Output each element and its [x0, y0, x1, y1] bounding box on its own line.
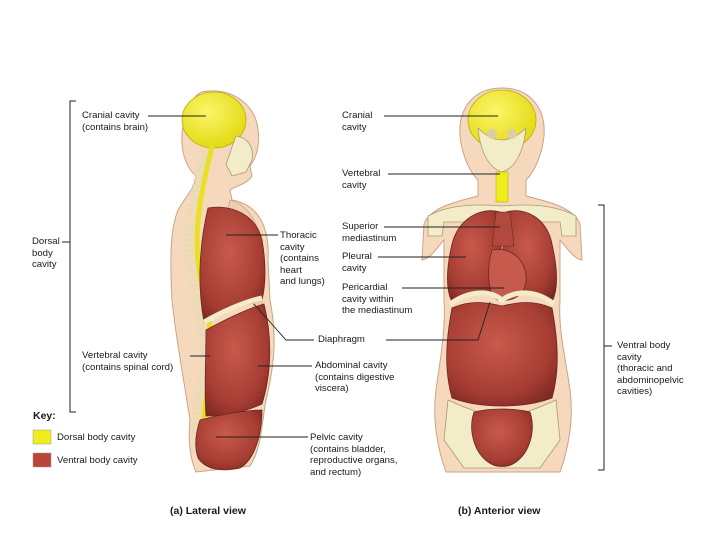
label-line: Abdominal cavity [315, 360, 394, 372]
label-line: cavities) [617, 386, 684, 398]
key-dorsal-label: Dorsal body cavity [57, 432, 135, 444]
label-line: mediastinum [342, 233, 396, 245]
label-line: Thoracic [280, 230, 325, 242]
label-line: Ventral body [617, 340, 684, 352]
label-line: reproductive organs, [310, 455, 397, 467]
label-line: heart [280, 265, 325, 277]
key-title: Key: [33, 410, 56, 422]
label-line: (contains digestive [315, 372, 394, 384]
label-line: cavity within [342, 294, 412, 306]
label-pericardial-cavity: Pericardial cavity within the mediastinu… [342, 282, 412, 317]
anterior-superior-mediastinum [492, 212, 514, 246]
label-pleural-cavity: Pleural cavity [342, 251, 372, 274]
label-line: Dorsal [32, 236, 60, 248]
label-line: and rectum) [310, 467, 397, 479]
label-line: body [32, 248, 60, 260]
dorsal-bracket [70, 101, 76, 412]
label-pelvic-cavity: Pelvic cavity (contains bladder, reprodu… [310, 432, 397, 478]
label-line: (contains brain) [82, 122, 148, 134]
label-line: (contains spinal cord) [82, 362, 173, 374]
lateral-figure [171, 91, 274, 472]
label-line: Vertebral [342, 168, 380, 180]
label-dorsal-body-cavity: Dorsal body cavity [32, 236, 60, 271]
label-line: Pericardial [342, 282, 412, 294]
label-line: cavity [342, 180, 380, 192]
label-anterior-cranial-cavity: Cranial cavity [342, 110, 372, 133]
anterior-eye-socket-left [487, 129, 497, 139]
key-ventral-swatch [33, 453, 51, 467]
label-line: (contains [280, 253, 325, 265]
label-abdominal-cavity: Abdominal cavity (contains digestive vis… [315, 360, 394, 395]
label-line: viscera) [315, 383, 394, 395]
label-line: abdominopelvic [617, 375, 684, 387]
label-anterior-vertebral-cavity: Vertebral cavity [342, 168, 380, 191]
label-line: Pelvic cavity [310, 432, 397, 444]
label-line: Pleural [342, 251, 372, 263]
caption-lateral-view: (a) Lateral view [170, 505, 246, 517]
label-line: Superior [342, 221, 396, 233]
label-line: cavity [32, 259, 60, 271]
label-superior-mediastinum: Superior mediastinum [342, 221, 396, 244]
label-lateral-cranial-cavity: Cranial cavity (contains brain) [82, 110, 148, 133]
label-line: (thoracic and [617, 363, 684, 375]
label-line: Cranial [342, 110, 372, 122]
label-diaphragm: Diaphragm [318, 334, 365, 346]
label-vertebral-cavity: Vertebral cavity (contains spinal cord) [82, 350, 173, 373]
label-line: Vertebral cavity [82, 350, 173, 362]
label-line: cavity [342, 122, 372, 134]
anterior-vertebral-cavity [496, 172, 508, 202]
anterior-figure [422, 88, 582, 472]
ventral-bracket [598, 205, 604, 470]
label-ventral-body-cavity: Ventral body cavity (thoracic and abdomi… [617, 340, 684, 398]
label-line: cavity [280, 242, 325, 254]
label-line: cavity [342, 263, 372, 275]
label-line: (contains bladder, [310, 444, 397, 456]
key-ventral-label: Ventral body cavity [57, 455, 138, 467]
caption-anterior-view: (b) Anterior view [458, 505, 540, 517]
label-line: Cranial cavity [82, 110, 148, 122]
label-thoracic-cavity: Thoracic cavity (contains heart and lung… [280, 230, 325, 288]
anterior-abdominal-cavity [447, 303, 558, 407]
label-line: Diaphragm [318, 334, 365, 346]
label-line: cavity [617, 352, 684, 364]
key-dorsal-swatch [33, 430, 51, 444]
anterior-eye-socket-right [507, 129, 517, 139]
label-line: the mediastinum [342, 305, 412, 317]
label-line: and lungs) [280, 276, 325, 288]
